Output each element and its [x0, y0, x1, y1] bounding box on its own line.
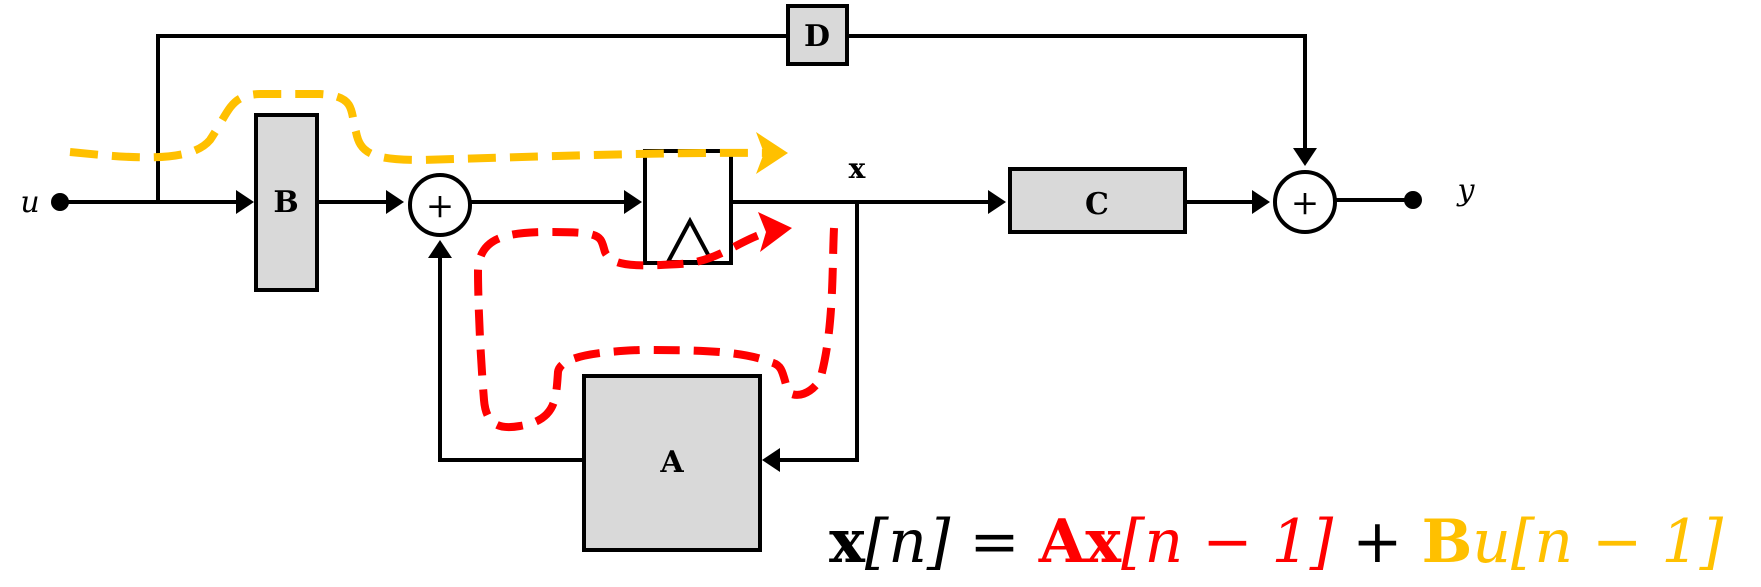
- input-path-arrowhead: [756, 132, 788, 174]
- sum1-plus-symbol: +: [426, 186, 455, 226]
- wire-state-to-a: [780, 202, 859, 462]
- eq-equals: =: [950, 507, 1038, 577]
- block-d: D: [786, 4, 849, 66]
- eq-plus: +: [1333, 507, 1421, 577]
- input-terminal: [51, 193, 69, 211]
- output-terminal: [1404, 191, 1422, 209]
- eq-lhs-bracket: [n]: [865, 507, 951, 577]
- block-a: A: [582, 374, 762, 552]
- arrow-into-b: [236, 190, 254, 214]
- arrow-d-into-sum2: [1293, 148, 1317, 166]
- block-c-label: C: [1085, 187, 1109, 222]
- eq-term-a-matrix: A: [1038, 507, 1087, 577]
- arrow-into-delay: [624, 190, 642, 214]
- eq-term-b-matrix: B: [1422, 507, 1473, 577]
- wire-a-to-sum1: [438, 256, 584, 462]
- wire-d-to-sum2: [848, 34, 1307, 150]
- block-b: B: [254, 113, 319, 292]
- summing-junction-1: +: [408, 173, 472, 237]
- delay-triangle-icon: [664, 216, 716, 264]
- eq-lhs-var: x: [829, 507, 866, 577]
- arrow-into-sum1: [386, 190, 404, 214]
- block-d-label: D: [804, 19, 830, 54]
- summing-junction-2: +: [1273, 170, 1337, 234]
- input-path-highlight: [69, 90, 788, 174]
- arrow-a-into-sum1: [428, 240, 452, 258]
- signal-wires: [60, 34, 1413, 472]
- arrow-into-sum2: [1252, 190, 1270, 214]
- block-a-label: A: [659, 445, 684, 480]
- state-label-x: x: [849, 152, 866, 185]
- eq-term-b-var: u: [1472, 507, 1511, 577]
- sum2-plus-symbol: +: [1291, 183, 1320, 223]
- eq-term-a-bracket: [n − 1]: [1121, 507, 1334, 577]
- input-label-u: u: [20, 185, 39, 220]
- output-label-y: y: [1456, 173, 1476, 208]
- feedback-path-highlight: [473, 212, 838, 432]
- state-equation: x[n] = Ax[n − 1] + Bu[n − 1]: [829, 507, 1724, 577]
- arrow-into-c: [988, 190, 1006, 214]
- eq-term-a-var: x: [1085, 507, 1122, 577]
- block-c: C: [1008, 167, 1187, 234]
- block-b-label: B: [273, 185, 298, 220]
- eq-term-b-bracket: [n − 1]: [1511, 507, 1724, 577]
- arrow-into-a: [762, 448, 780, 472]
- delay-block: [643, 149, 733, 265]
- wire-feedforward-to-d: [156, 34, 788, 202]
- feedback-path-arrowhead: [758, 212, 792, 252]
